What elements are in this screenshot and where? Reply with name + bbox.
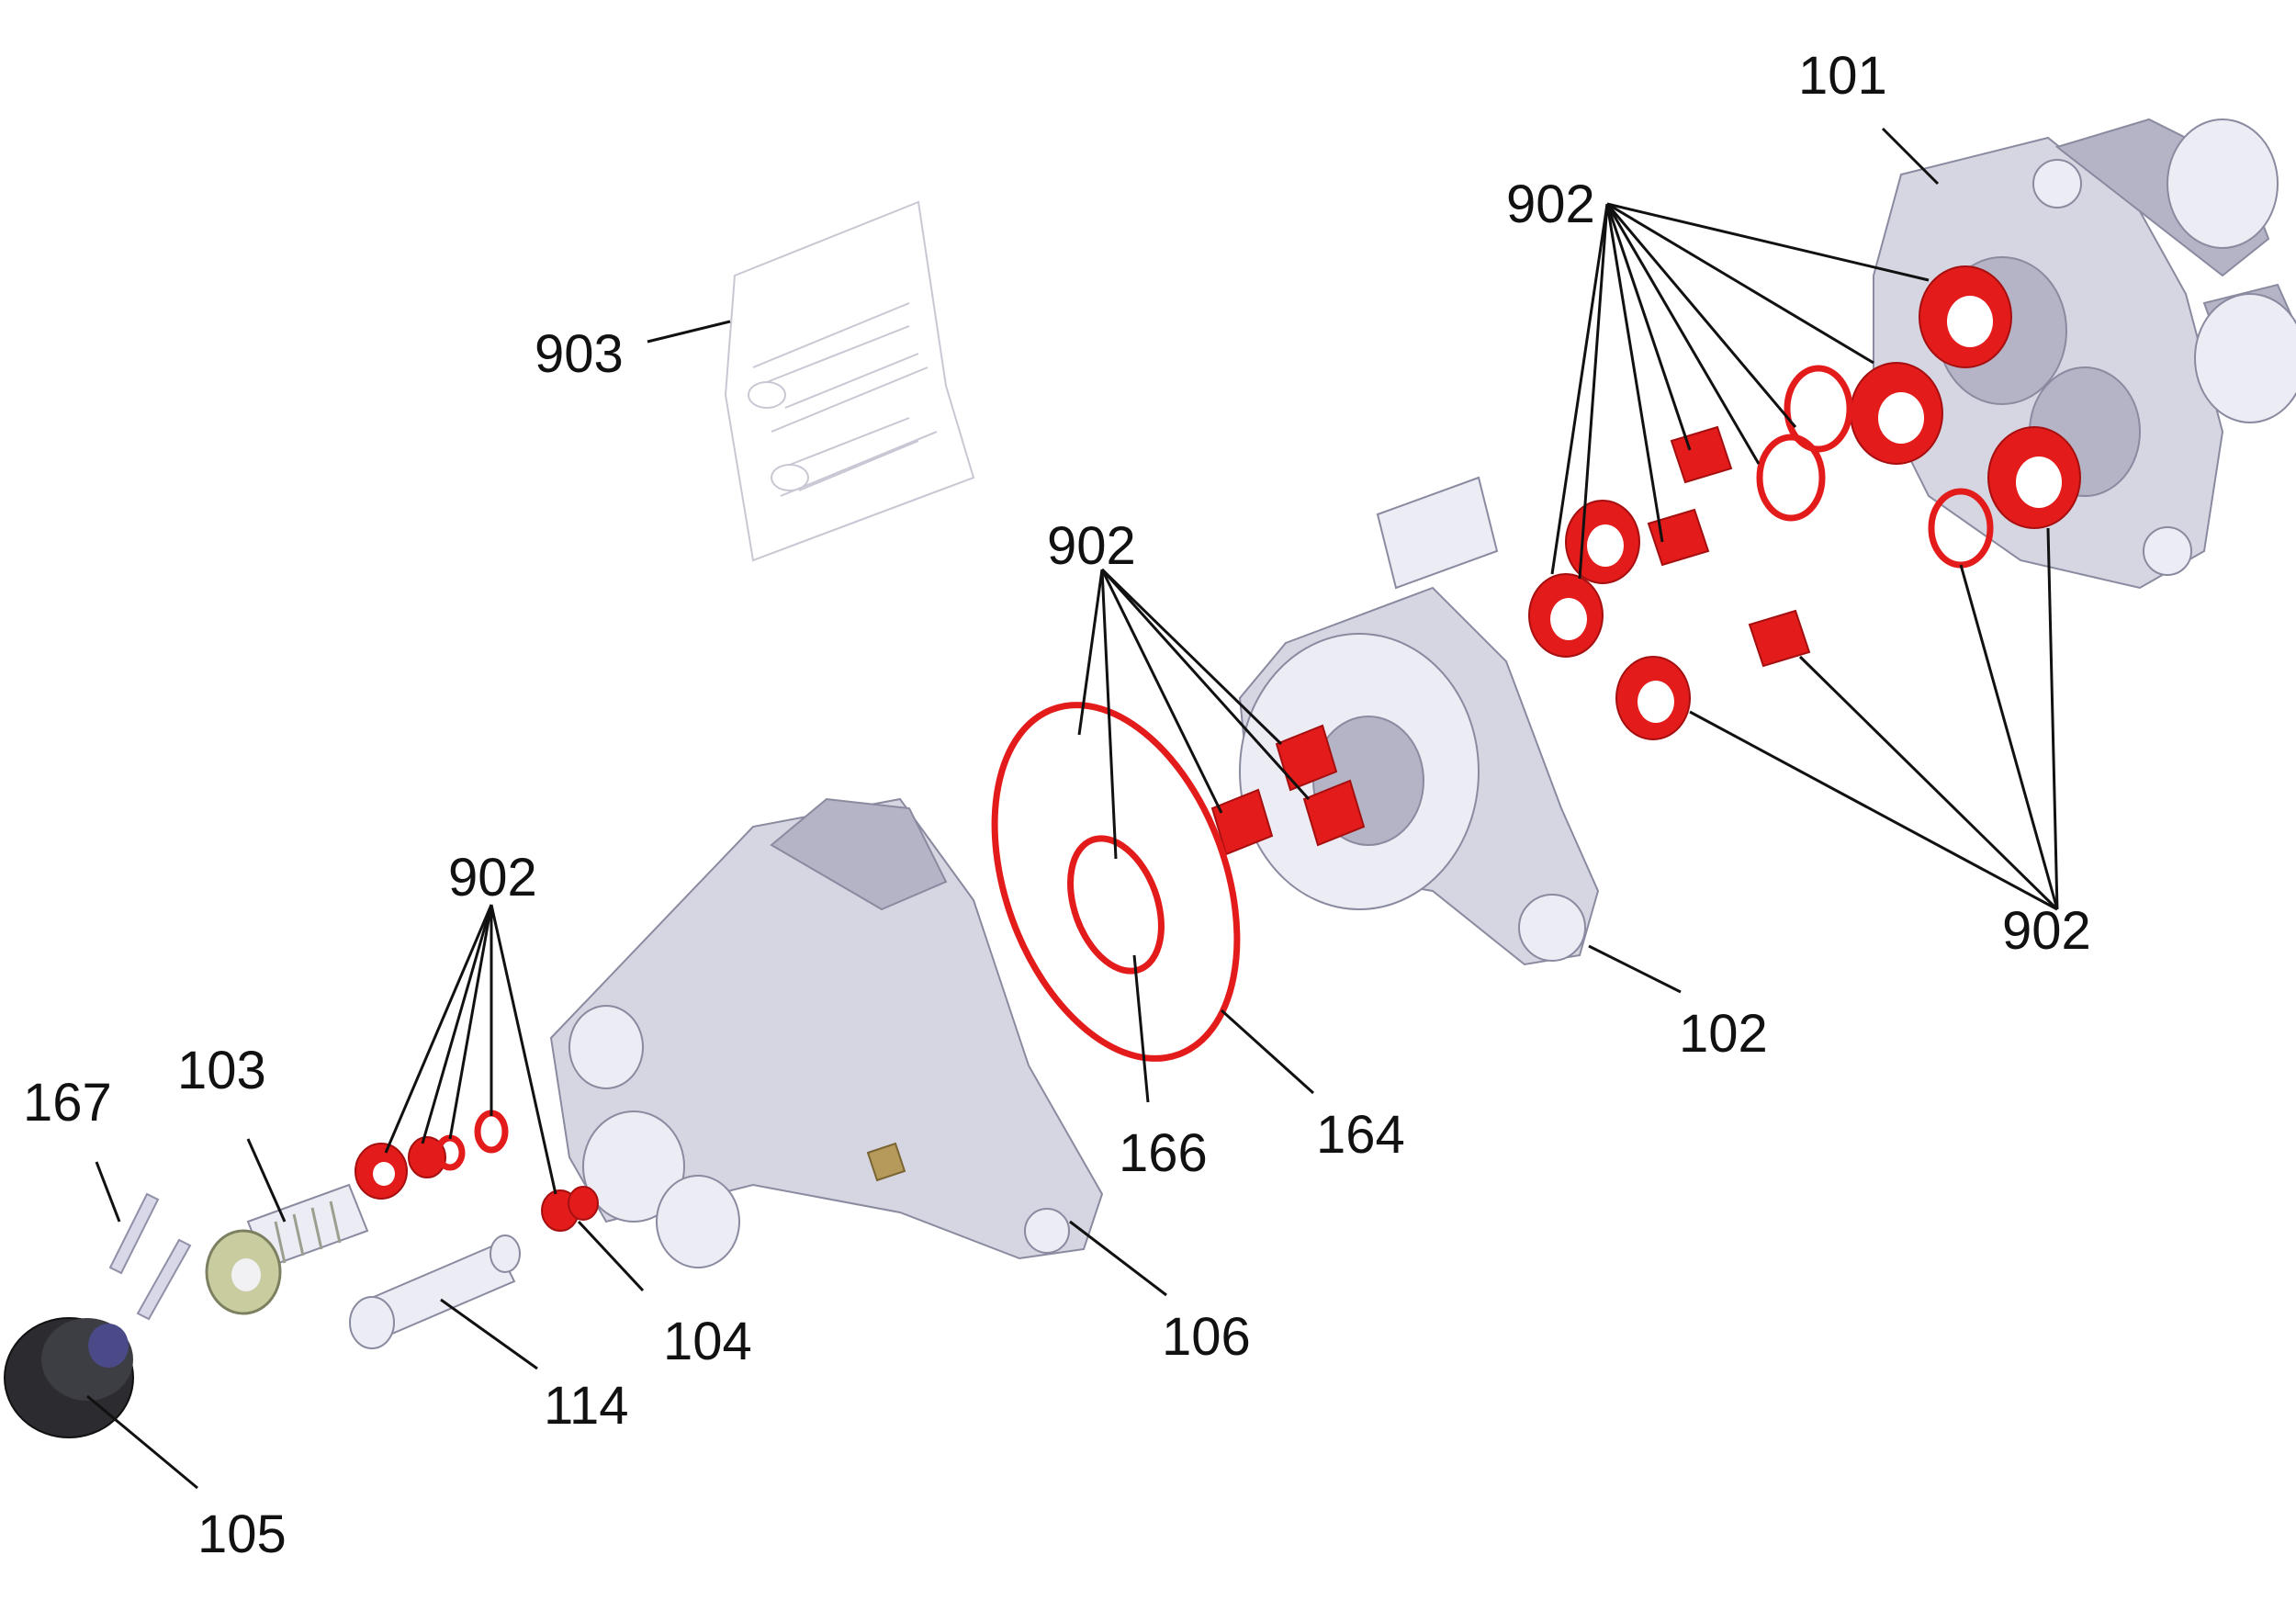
label-105: 105 [197,1505,287,1564]
label-902-mid: 902 [1047,516,1136,576]
label-102: 102 [1679,1004,1768,1064]
leader-lines [86,127,2059,1490]
part-167-pins [108,1192,192,1321]
part-903-sketch [724,200,975,562]
label-101: 101 [1798,46,1887,106]
part-114-piston [349,1234,521,1349]
part-102-valve-plate [1210,476,1600,966]
seal-group-902-head [1528,265,2081,740]
label-166: 166 [1119,1123,1208,1183]
part-104-seal [541,1186,599,1232]
label-104: 104 [663,1312,752,1371]
label-902-top: 902 [1506,175,1595,234]
label-106: 106 [1162,1307,1251,1367]
label-103: 103 [177,1041,266,1100]
label-902-right: 902 [2002,901,2091,961]
part-103-spring-valve [205,1183,369,1315]
label-114: 114 [544,1376,628,1436]
callouts: 101 902 903 902 902 102 164 166 902 103 … [23,46,2091,1564]
o-ring-164 [991,702,1241,1062]
label-164: 164 [1316,1105,1405,1165]
label-902-left: 902 [448,848,537,907]
o-ring-166 [1067,835,1165,975]
label-903: 903 [535,324,624,384]
seal-group-902-valve [355,1110,509,1200]
part-106-housing [549,797,1104,1268]
label-167: 167 [23,1073,112,1133]
